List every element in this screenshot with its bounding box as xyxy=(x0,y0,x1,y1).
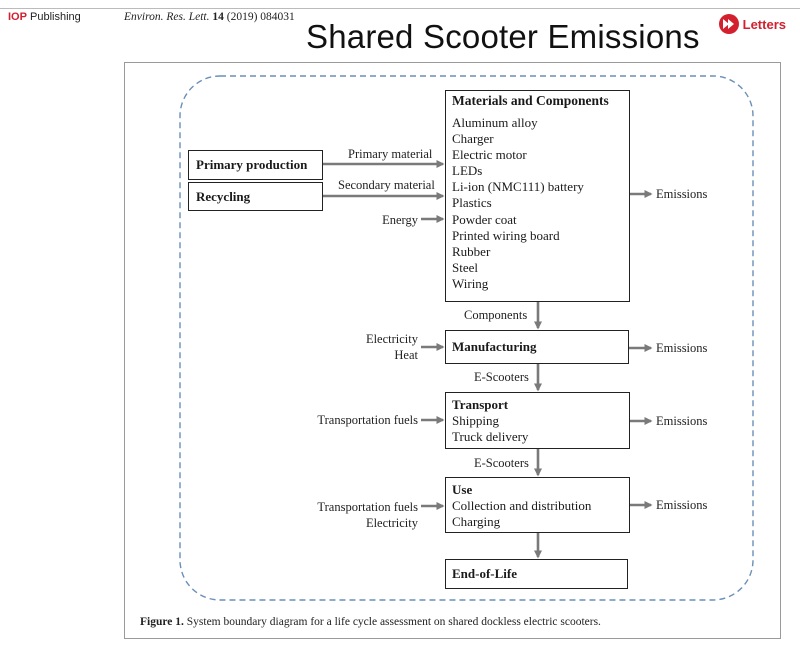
journal-volume: 14 xyxy=(212,11,224,23)
journal-name: Environ. Res. Lett. xyxy=(124,11,210,23)
recycling-box: Recycling xyxy=(188,182,323,211)
label-escooters-1: E-Scooters xyxy=(474,370,529,384)
transport-item: Shipping xyxy=(452,413,499,428)
material-item: LEDs xyxy=(452,163,483,179)
material-item: Printed wiring board xyxy=(452,227,560,243)
double-chevron-icon xyxy=(718,14,739,34)
transport-box-title: Transport xyxy=(452,397,509,412)
header-rule xyxy=(0,8,800,9)
use-box-title: Use xyxy=(452,482,473,497)
recycling-box-title: Recycling xyxy=(196,189,251,204)
primary-production-box: Primary production xyxy=(188,150,323,180)
material-item: Charger xyxy=(452,131,494,147)
material-item: Wiring xyxy=(452,275,489,291)
publisher-mark: IOP xyxy=(8,11,27,23)
transport-item-list: Shipping Truck delivery xyxy=(452,413,623,445)
use-item-list: Collection and distribution Charging xyxy=(452,498,623,530)
manufacturing-box: Manufacturing xyxy=(445,330,629,364)
materials-components-box: Materials and Components Aluminum alloy … xyxy=(445,90,630,302)
page-title: Shared Scooter Emissions xyxy=(306,18,700,55)
label-electricity: Electricity xyxy=(365,332,418,346)
use-box: Use Collection and distribution Charging xyxy=(445,477,630,533)
transport-box: Transport Shipping Truck delivery xyxy=(445,392,630,449)
publisher-name: Publishing xyxy=(30,11,81,23)
label-electricity-2: Electricity xyxy=(365,516,418,530)
caption-text: System boundary diagram for a life cycle… xyxy=(186,616,601,628)
label-energy: Energy xyxy=(382,213,418,227)
use-item: Charging xyxy=(452,514,501,529)
materials-box-title: Materials and Components xyxy=(452,93,609,108)
eol-box-title: End-of-Life xyxy=(452,566,517,581)
material-item: Rubber xyxy=(452,243,491,259)
figure-caption: Figure 1. System boundary diagram for a … xyxy=(140,616,601,628)
label-heat: Heat xyxy=(394,348,418,362)
label-emissions: Emissions xyxy=(656,498,708,512)
journal-citation: Environ. Res. Lett. 14 (2019) 084031 xyxy=(124,11,295,23)
label-primary-material: Primary material xyxy=(348,147,433,161)
label-secondary-material: Secondary material xyxy=(338,178,435,192)
label-emissions: Emissions xyxy=(656,187,708,201)
use-item: Collection and distribution xyxy=(452,498,592,513)
label-components: Components xyxy=(464,308,528,322)
label-emissions: Emissions xyxy=(656,341,708,355)
section-badge: Letters xyxy=(718,14,786,34)
material-item: Electric motor xyxy=(452,147,527,163)
material-item: Steel xyxy=(452,259,478,275)
publisher-logo: IOP Publishing xyxy=(8,11,81,23)
section-label: Letters xyxy=(742,16,786,32)
label-escooters-2: E-Scooters xyxy=(474,456,529,470)
caption-label: Figure 1. xyxy=(140,616,184,628)
label-transport-fuels-2: Transportation fuels xyxy=(317,500,418,514)
figure-frame xyxy=(124,62,781,639)
material-item: Li-ion (NMC111) battery xyxy=(452,179,584,195)
primary-box-title: Primary production xyxy=(196,157,308,172)
material-item: Plastics xyxy=(452,195,492,211)
material-item: Aluminum alloy xyxy=(452,115,538,130)
material-item: Powder coat xyxy=(452,211,517,227)
transport-item: Truck delivery xyxy=(452,429,529,444)
label-emissions: Emissions xyxy=(656,414,708,428)
manufacturing-box-title: Manufacturing xyxy=(452,339,537,354)
materials-item-list: Aluminum alloy Charger Electric motor LE… xyxy=(452,115,623,292)
end-of-life-box: End-of-Life xyxy=(445,559,628,589)
label-transport-fuels-1: Transportation fuels xyxy=(317,413,418,427)
journal-year-article: (2019) 084031 xyxy=(226,11,295,23)
system-boundary xyxy=(179,75,754,601)
